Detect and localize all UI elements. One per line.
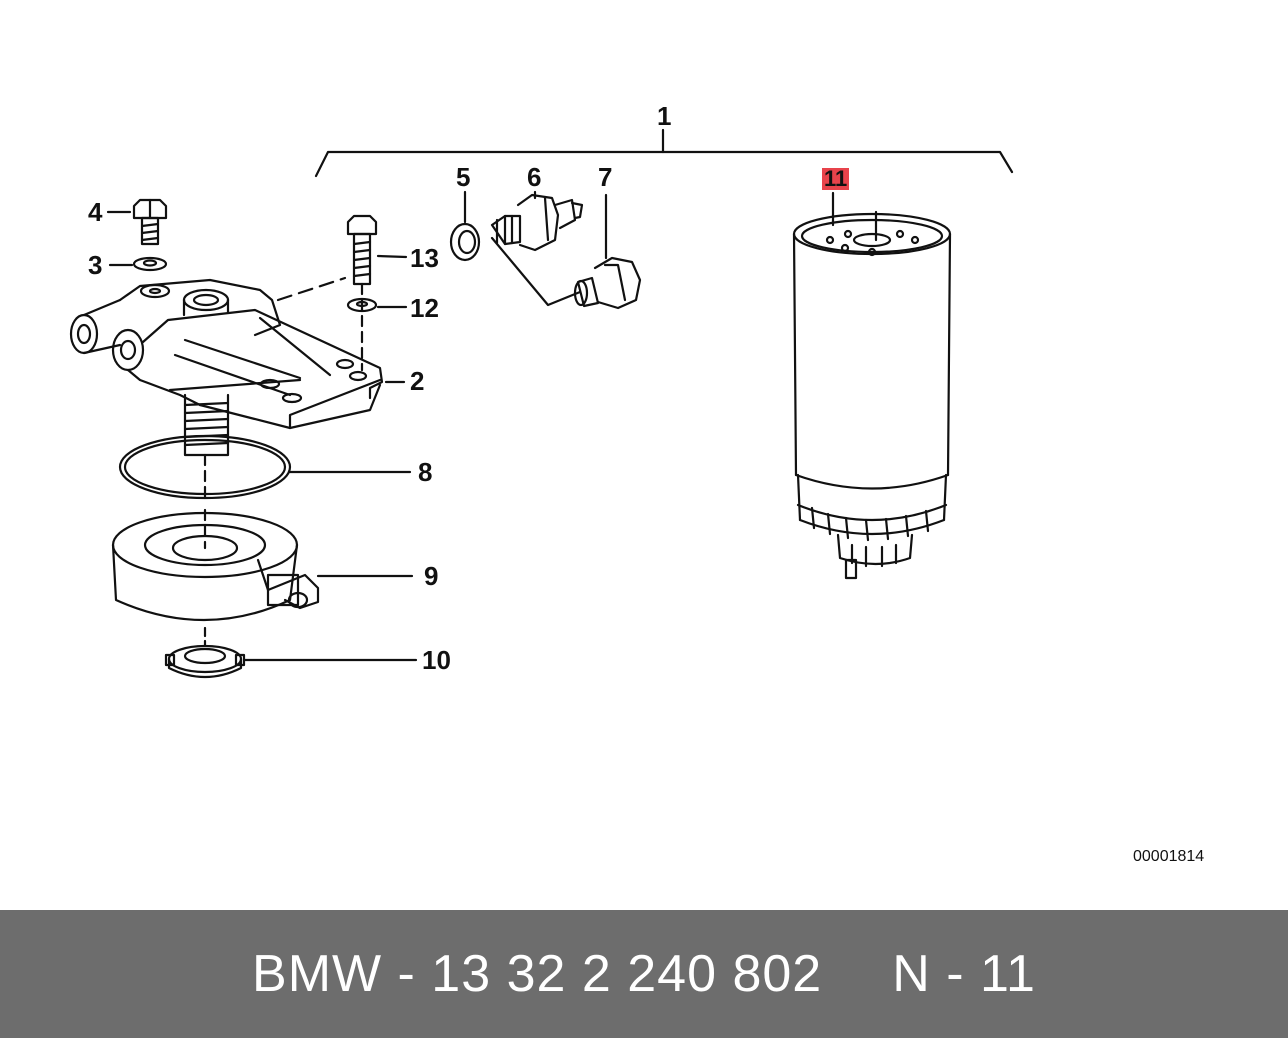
callout-13: 13 — [410, 243, 439, 273]
sensor-part-6 — [490, 190, 584, 307]
position-text: N - 11 — [892, 945, 1036, 1003]
parts-diagram: 1 2 3 4 5 6 7 8 9 10 11 12 13 00001814 — [69, 101, 1205, 865]
diagram-reference-code: 00001814 — [1133, 848, 1205, 865]
seal-ring-part-5 — [449, 190, 481, 262]
callout-10: 10 — [422, 645, 451, 675]
bolt-part-13 — [346, 214, 408, 372]
housing-part-9 — [111, 508, 414, 622]
washer-part-12 — [346, 297, 408, 313]
nut-part-10 — [164, 626, 418, 678]
callout-8: 8 — [418, 457, 433, 487]
fuel-filter-part-11 — [792, 191, 952, 580]
callout-6: 6 — [527, 162, 542, 192]
bolt-part-4 — [106, 198, 168, 246]
o-ring-part-8 — [118, 434, 412, 502]
assembly-bracket — [314, 128, 1014, 178]
washer-part-3 — [108, 256, 168, 272]
part-number-footer: BMW - 13 32 2 240 802 N - 11 — [0, 910, 1288, 1038]
part-number-text: BMW - 13 32 2 240 802 — [252, 945, 823, 1003]
callout-1: 1 — [657, 101, 672, 131]
callout-5: 5 — [456, 162, 471, 192]
callout-9: 9 — [424, 561, 439, 591]
filter-head-part-2 — [69, 276, 406, 457]
callout-11-highlighted: 11 — [822, 166, 850, 191]
callout-4: 4 — [88, 197, 103, 227]
callout-12: 12 — [410, 293, 439, 323]
callout-2: 2 — [410, 366, 425, 396]
plug-part-7 — [573, 193, 642, 310]
callout-7: 7 — [598, 162, 613, 192]
callout-3: 3 — [88, 250, 103, 280]
exploded-view-drawing — [69, 128, 1014, 678]
